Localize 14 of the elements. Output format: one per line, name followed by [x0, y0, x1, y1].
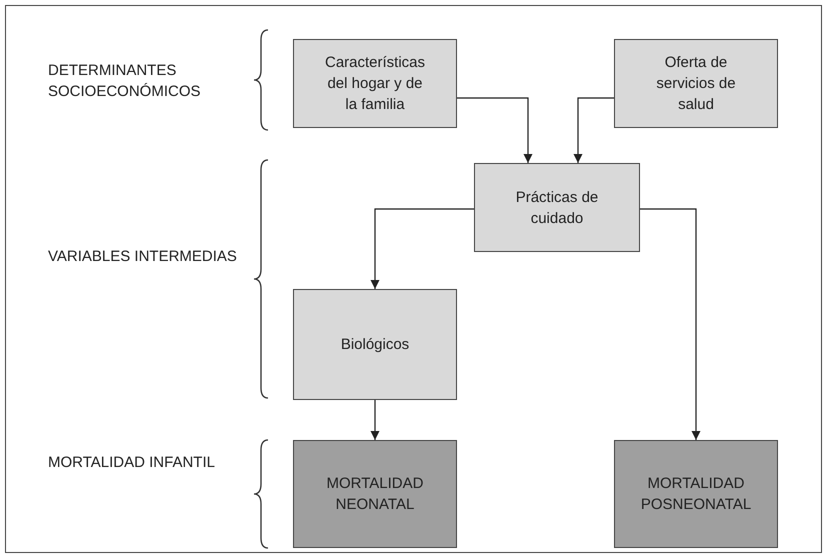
arrow	[640, 208, 700, 440]
process-box: Biológicos	[293, 289, 457, 400]
process-box: Prácticas de cuidado	[474, 163, 640, 252]
arrow	[457, 97, 532, 163]
process-box: Oferta de servicios de salud	[614, 39, 778, 128]
process-box: Características del hogar y de la familia	[293, 39, 457, 128]
arrow	[370, 208, 474, 289]
group-label: MORTALIDAD INFANTIL	[48, 453, 216, 473]
group-label: DETERMINANTES SOCIOECONÓMICOS	[48, 61, 202, 102]
arrow	[370, 400, 380, 440]
process-box: MORTALIDAD POSNEONATAL	[614, 440, 778, 548]
group-label: VARIABLES INTERMEDIAS	[48, 247, 238, 267]
process-box: MORTALIDAD NEONATAL	[293, 440, 457, 548]
arrow	[574, 97, 614, 163]
